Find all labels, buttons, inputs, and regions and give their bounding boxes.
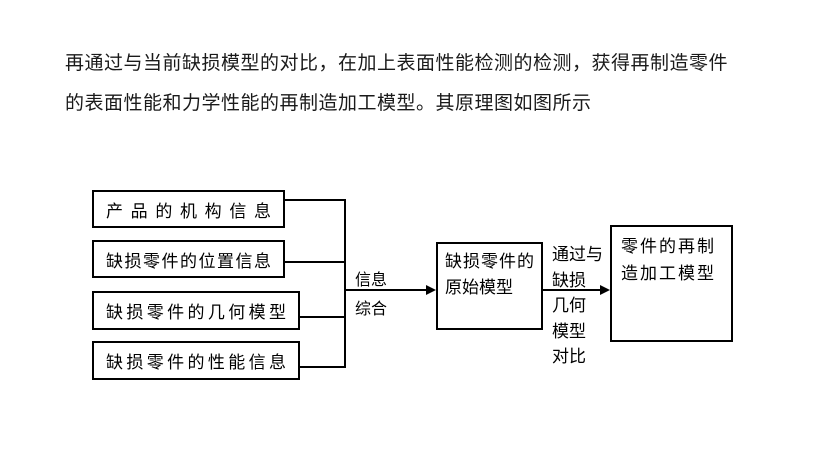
- source-box-product-structure-info: 产品的机构信息: [92, 190, 285, 228]
- result-box-remanufacture-model: 零件的再制 造加工模型: [610, 225, 733, 342]
- merge-arrow-line: [344, 289, 426, 291]
- connector-box1: [285, 199, 346, 201]
- source-box-label: 缺损零件的位置信息: [106, 251, 271, 271]
- connector-box2: [285, 261, 346, 263]
- compare-arrow-head-icon: [600, 285, 610, 295]
- source-box-label: 产品的机构信息: [106, 201, 271, 221]
- merge-arrow-head-icon: [426, 285, 436, 295]
- compare-label-line-5: 对比: [552, 347, 586, 366]
- compare-arrow-label: 通过与 缺损 几何 模型 对比: [552, 242, 603, 370]
- merge-rail: [344, 199, 346, 368]
- compare-label-line-2: 缺损: [552, 270, 586, 290]
- merge-arrow-label-top: 信息: [355, 272, 388, 289]
- middle-box-line-2: 原始模型: [445, 278, 513, 297]
- middle-box-line-1: 缺损零件的: [445, 252, 534, 271]
- middle-box-original-model: 缺损零件的 原始模型: [436, 242, 543, 330]
- paragraph-line-2: 的表面性能和力学性能的再制造加工模型。其原理图如图所示: [65, 93, 592, 114]
- paragraph-line-1: 再通过与当前缺损模型的对比，在加上表面性能检测的检测，获得再制造零件: [65, 53, 729, 74]
- source-box-label: 缺损零件的几何模型: [106, 303, 286, 322]
- compare-label-line-4: 模型: [552, 321, 586, 341]
- connector-box4: [300, 366, 346, 368]
- source-box-label: 缺损零件的性能信息: [106, 353, 286, 372]
- compare-arrow-line: [543, 289, 602, 291]
- source-box-defect-performance-info: 缺损零件的性能信息: [92, 341, 300, 380]
- result-box-line-1: 零件的再制: [621, 237, 716, 256]
- source-box-defect-geometry-model: 缺损零件的几何模型: [92, 291, 300, 330]
- connector-box3: [300, 316, 346, 318]
- result-box-line-2: 造加工模型: [621, 264, 716, 283]
- compare-label-line-3: 几何: [552, 296, 586, 315]
- paragraph: 再通过与当前缺损模型的对比，在加上表面性能检测的检测，获得再制造零件 的表面性能…: [65, 44, 765, 124]
- compare-label-line-1: 通过与: [552, 245, 603, 264]
- merge-arrow-label-bottom: 综合: [355, 301, 388, 318]
- source-box-defect-position-info: 缺损零件的位置信息: [92, 240, 285, 278]
